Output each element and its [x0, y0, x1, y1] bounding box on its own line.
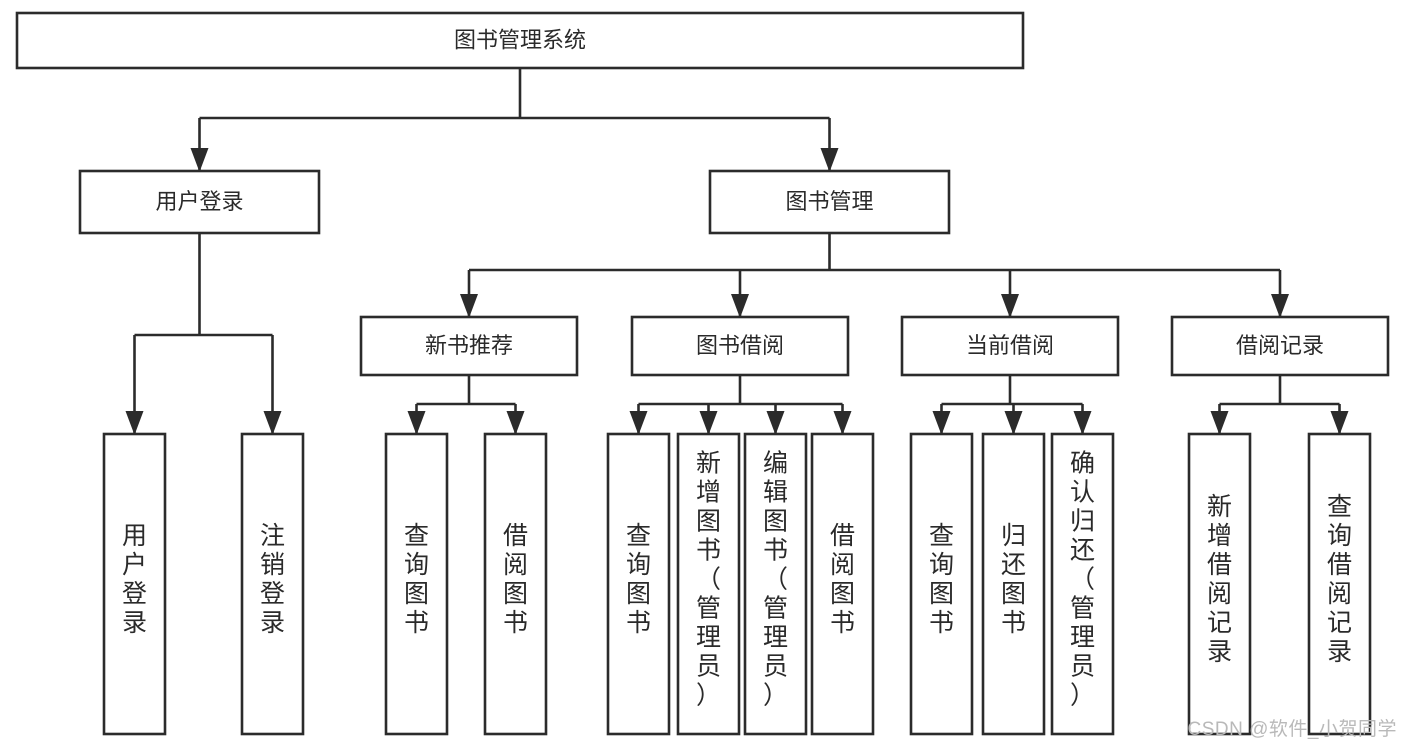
node-label-current-borrow: 当前借阅 [966, 333, 1054, 358]
node-leaf-query-borrow-record[interactable]: 查询借阅记录 [1307, 432, 1372, 736]
arrow-icon-leaf-add-book [699, 411, 718, 435]
node-box-leaf-logout [240, 432, 305, 736]
node-label-leaf-borrow-book-rec: 借阅图书 [503, 522, 528, 637]
node-box-leaf-add-book [676, 432, 741, 736]
node-leaf-return-book[interactable]: 归还图书 [981, 432, 1046, 736]
node-box-book-manage [708, 169, 951, 235]
node-leaf-add-book[interactable]: 新增图书（管理员） [676, 432, 741, 736]
node-box-book-borrow [630, 315, 850, 377]
node-leaf-borrow-book[interactable]: 借阅图书 [810, 432, 875, 736]
node-box-leaf-query-book-borrow [606, 432, 671, 736]
node-label-leaf-logout: 注销登录 [260, 522, 285, 637]
arrow-icon-leaf-borrow-book [833, 411, 852, 435]
arrow-icon-leaf-user-login [125, 411, 144, 435]
node-label-book-manage: 图书管理 [785, 189, 873, 214]
arrow-icon-book-manage [820, 148, 839, 172]
node-box-leaf-return-book [981, 432, 1046, 736]
node-box-leaf-query-book-cur [909, 432, 974, 736]
node-leaf-query-book-cur[interactable]: 查询图书 [909, 432, 974, 736]
edge-group-book-manage [460, 233, 1289, 318]
node-root[interactable]: 图书管理系统 [15, 11, 1025, 70]
node-box-new-book-recommend [359, 315, 579, 377]
node-leaf-edit-book[interactable]: 编辑图书（管理员） [743, 432, 808, 736]
arrow-icon-leaf-borrow-book-rec [506, 411, 525, 435]
node-label-leaf-query-book-cur: 查询图书 [929, 522, 954, 637]
node-label-leaf-query-book-borrow: 查询图书 [626, 522, 651, 637]
watermark-text: CSDN @软件_小贺同学 [1187, 719, 1397, 740]
node-leaf-user-login[interactable]: 用户登录 [102, 432, 167, 736]
node-borrow-record[interactable]: 借阅记录 [1170, 315, 1390, 377]
arrow-icon-leaf-edit-book [766, 411, 785, 435]
node-leaf-query-book-borrow[interactable]: 查询图书 [606, 432, 671, 736]
node-layer: 图书管理系统用户登录图书管理新书推荐图书借阅当前借阅借阅记录用户登录注销登录查询… [15, 11, 1390, 736]
node-label-book-borrow: 图书借阅 [696, 333, 784, 358]
node-leaf-confirm-return[interactable]: 确认归还（管理员） [1050, 432, 1115, 736]
node-user-login[interactable]: 用户登录 [78, 169, 321, 235]
node-label-leaf-borrow-book: 借阅图书 [830, 522, 855, 637]
node-leaf-query-book-rec[interactable]: 查询图书 [384, 432, 449, 736]
node-box-leaf-query-borrow-record [1307, 432, 1372, 736]
arrow-icon-borrow-record [1271, 294, 1289, 318]
edge-group-root [190, 68, 839, 172]
node-box-leaf-borrow-book [810, 432, 875, 736]
arrow-icon-leaf-query-borrow-record [1330, 411, 1349, 435]
arrow-icon-leaf-add-borrow-record [1210, 411, 1229, 435]
node-label-leaf-confirm-return: 确认归还（管理员） [1070, 450, 1095, 710]
node-label-user-login: 用户登录 [155, 189, 243, 214]
node-box-root [15, 11, 1025, 70]
node-label-root: 图书管理系统 [454, 27, 586, 52]
edge-group-book-borrow [629, 375, 852, 435]
edge-group-borrow-record [1210, 375, 1349, 435]
node-box-current-borrow [900, 315, 1120, 377]
arrow-icon-book-borrow [731, 294, 749, 318]
arrow-icon-leaf-confirm-return [1073, 411, 1092, 435]
edge-group-user-login [125, 233, 282, 435]
node-label-leaf-add-book: 新增图书（管理员） [696, 450, 721, 710]
node-leaf-logout[interactable]: 注销登录 [240, 432, 305, 736]
node-book-borrow[interactable]: 图书借阅 [630, 315, 850, 377]
node-box-leaf-borrow-book-rec [483, 432, 548, 736]
edge-group-current-borrow [932, 375, 1092, 435]
node-leaf-add-borrow-record[interactable]: 新增借阅记录 [1187, 432, 1252, 736]
node-current-borrow[interactable]: 当前借阅 [900, 315, 1120, 377]
arrow-icon-leaf-query-book-borrow [629, 411, 648, 435]
arrow-icon-leaf-return-book [1004, 411, 1023, 435]
node-new-book-recommend[interactable]: 新书推荐 [359, 315, 579, 377]
arrow-icon-leaf-query-book-cur [932, 411, 951, 435]
node-label-leaf-query-book-rec: 查询图书 [404, 522, 429, 637]
node-book-manage[interactable]: 图书管理 [708, 169, 951, 235]
node-box-user-login [78, 169, 321, 235]
node-label-leaf-return-book: 归还图书 [1001, 522, 1026, 637]
node-label-leaf-user-login: 用户登录 [122, 522, 147, 637]
node-leaf-borrow-book-rec[interactable]: 借阅图书 [483, 432, 548, 736]
edge-group-new-book-recommend [407, 375, 525, 435]
arrow-icon-new-book-recommend [460, 294, 478, 318]
node-label-leaf-edit-book: 编辑图书（管理员） [763, 450, 788, 710]
arrow-icon-leaf-logout [263, 411, 282, 435]
node-box-leaf-user-login [102, 432, 167, 736]
node-label-borrow-record: 借阅记录 [1236, 333, 1324, 358]
node-box-leaf-edit-book [743, 432, 808, 736]
node-box-leaf-query-book-rec [384, 432, 449, 736]
node-box-borrow-record [1170, 315, 1390, 377]
node-box-leaf-add-borrow-record [1187, 432, 1252, 736]
arrow-icon-user-login [190, 148, 209, 172]
arrow-icon-current-borrow [1001, 294, 1019, 318]
node-box-leaf-confirm-return [1050, 432, 1115, 736]
node-label-new-book-recommend: 新书推荐 [425, 333, 513, 358]
arrow-icon-leaf-query-book-rec [407, 411, 426, 435]
connector-layer [125, 68, 1349, 435]
node-label-leaf-add-borrow-record: 新增借阅记录 [1207, 493, 1232, 666]
node-label-leaf-query-borrow-record: 查询借阅记录 [1327, 493, 1352, 666]
